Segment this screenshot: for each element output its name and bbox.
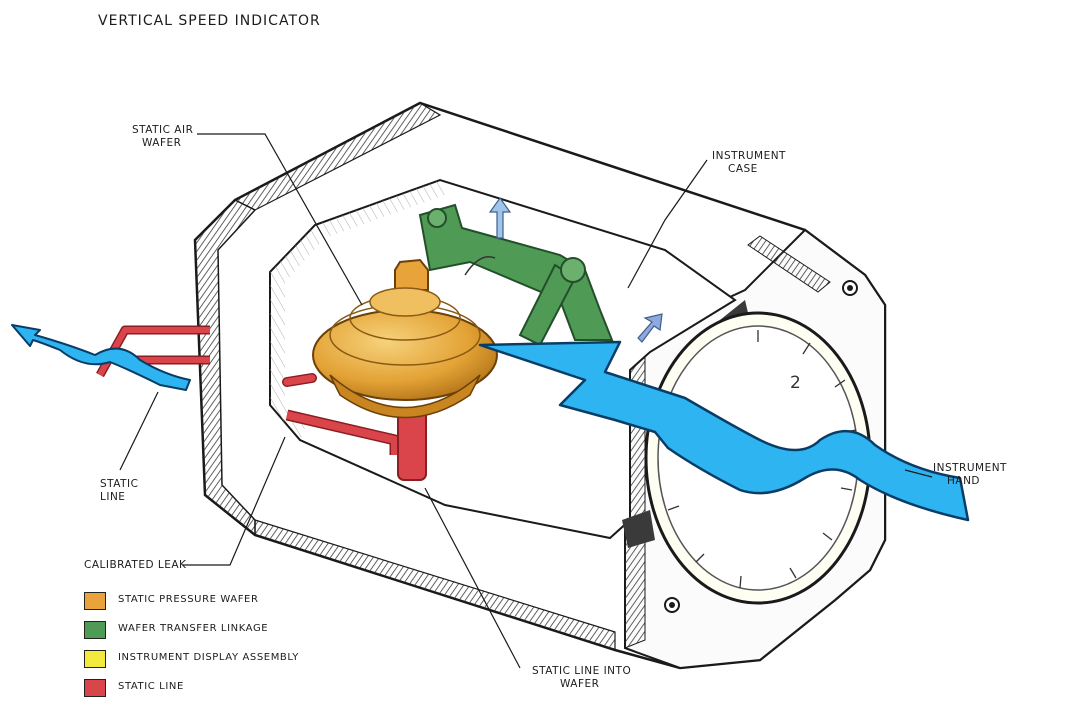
legend-item: Static Pressure Wafer: [84, 590, 344, 612]
legend-item: Static Line: [84, 677, 344, 699]
legend-label: Static Pressure Wafer: [118, 594, 259, 605]
legend-label: Static Line: [118, 681, 184, 692]
label-instrument-hand: Instrument Hand: [933, 462, 1007, 488]
diagram-title: Vertical Speed Indicator: [98, 13, 321, 29]
label-calibrated-leak: Calibrated Leak: [84, 559, 186, 572]
legend-label: Wafer Transfer Linkage: [118, 623, 268, 634]
legend-swatch: [84, 621, 106, 639]
label-static-air-wafer: Static Air Wafer: [132, 124, 193, 150]
legend-swatch: [84, 679, 106, 697]
legend-swatch: [84, 592, 106, 610]
legend-item: Wafer Transfer Linkage: [84, 619, 344, 641]
legend-swatch: [84, 650, 106, 668]
dial-number: 2: [790, 373, 801, 393]
label-static-line: Static Line: [100, 478, 138, 504]
legend-label: Instrument Display Assembly: [118, 652, 299, 663]
label-static-line-into-wafer: Static Line Into Wafer: [532, 665, 631, 691]
label-instrument-case: Instrument Case: [712, 150, 786, 176]
legend-item: Instrument Display Assembly: [84, 648, 344, 670]
